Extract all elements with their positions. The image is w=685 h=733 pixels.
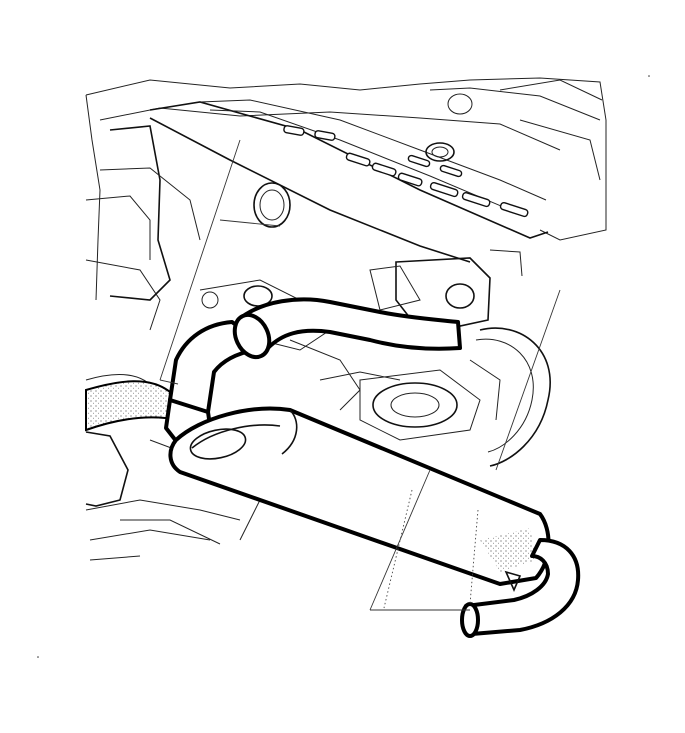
callout-leaders (159, 139, 561, 611)
front-pipe-section (85, 380, 180, 432)
tailpipe (460, 538, 581, 638)
intermediate-pipe (164, 297, 462, 448)
speck (648, 75, 650, 77)
tunnel-slots (283, 125, 529, 218)
speck (37, 656, 39, 658)
muffler (168, 406, 551, 586)
vehicle-underbody (85, 77, 607, 561)
